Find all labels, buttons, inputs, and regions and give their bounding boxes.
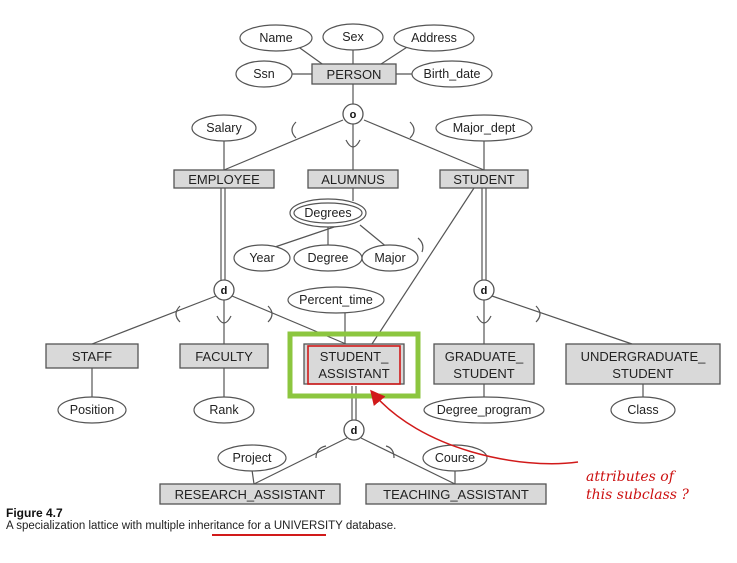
svg-text:Name: Name: [259, 31, 292, 45]
svg-text:Position: Position: [70, 403, 115, 417]
svg-text:STUDENT: STUDENT: [612, 366, 673, 381]
svg-text:ALUMNUS: ALUMNUS: [321, 172, 385, 187]
annotation-note: attributes of this subclass ?: [586, 468, 736, 504]
svg-text:Major_dept: Major_dept: [453, 121, 516, 135]
entity-graduate-student: GRADUATE_ STUDENT: [433, 343, 535, 385]
entity-student: STUDENT: [439, 169, 529, 189]
attr-ssn: Ssn: [235, 60, 293, 88]
attr-sex: Sex: [322, 23, 384, 51]
svg-text:Percent_time: Percent_time: [299, 293, 373, 307]
svg-text:PERSON: PERSON: [327, 67, 382, 82]
attr-rank: Rank: [193, 396, 255, 424]
attr-degree-program: Degree_program: [423, 396, 545, 424]
attr-year: Year: [233, 244, 291, 272]
svg-text:Address: Address: [411, 31, 457, 45]
attr-degrees: Degrees: [289, 198, 367, 228]
entity-staff: STAFF: [45, 343, 139, 369]
svg-text:Degrees: Degrees: [304, 206, 351, 220]
svg-text:STUDENT: STUDENT: [453, 366, 514, 381]
svg-text:Course: Course: [435, 451, 475, 465]
svg-text:Year: Year: [249, 251, 274, 265]
svg-text:Degree: Degree: [308, 251, 349, 265]
attr-project: Project: [217, 444, 287, 472]
svg-text:STUDENT_: STUDENT_: [320, 349, 389, 364]
caption-underline: [212, 534, 326, 536]
entity-alumnus: ALUMNUS: [307, 169, 399, 189]
entity-undergraduate-student: UNDERGRADUATE_ STUDENT: [565, 343, 721, 385]
disjoint-constraint-student: d: [473, 279, 495, 301]
disjoint-constraint-employee: d: [213, 279, 235, 301]
entity-employee: EMPLOYEE: [173, 169, 275, 189]
annotation-line-2: this subclass ?: [586, 487, 689, 503]
entity-teaching-assistant: TEACHING_ASSISTANT: [365, 483, 547, 505]
attr-major: Major: [361, 244, 419, 272]
svg-text:o: o: [350, 109, 357, 121]
svg-text:Project: Project: [233, 451, 272, 465]
svg-text:STAFF: STAFF: [72, 349, 112, 364]
highlight-red-box: [307, 345, 401, 385]
attr-course: Course: [422, 444, 488, 472]
svg-text:Class: Class: [627, 403, 658, 417]
figure-caption-text: A specialization lattice with multiple i…: [6, 520, 397, 532]
attr-degree: Degree: [293, 244, 363, 272]
svg-text:EMPLOYEE: EMPLOYEE: [188, 172, 260, 187]
subset-symbols: [175, 121, 541, 459]
svg-text:d: d: [481, 285, 488, 297]
svg-text:Ssn: Ssn: [253, 67, 275, 81]
svg-text:RESEARCH_ASSISTANT: RESEARCH_ASSISTANT: [175, 487, 326, 502]
svg-text:UNDERGRADUATE_: UNDERGRADUATE_: [581, 349, 706, 364]
entity-person: PERSON: [311, 63, 397, 85]
svg-text:Sex: Sex: [342, 30, 364, 44]
attr-percent-time: Percent_time: [287, 286, 385, 314]
er-diagram: PERSON EMPLOYEE ALUMNUS STUDENT STAFF FA…: [45, 23, 721, 505]
highlight-green-box: [287, 331, 421, 399]
attr-major-dept: Major_dept: [435, 114, 533, 142]
svg-text:Birth_date: Birth_date: [424, 67, 481, 81]
disjoint-constraint-student-assistant: d: [343, 419, 365, 441]
attr-birth-date: Birth_date: [411, 60, 493, 88]
svg-text:GRADUATE_: GRADUATE_: [445, 349, 524, 364]
annotation-arrow: [370, 389, 579, 465]
figure-caption-title: Figure 4.7: [6, 506, 63, 520]
svg-text:ASSISTANT: ASSISTANT: [318, 366, 389, 381]
entity-student-assistant: STUDENT_ ASSISTANT: [287, 331, 421, 399]
svg-text:Salary: Salary: [206, 121, 242, 135]
attr-salary: Salary: [191, 114, 257, 142]
svg-text:d: d: [221, 285, 228, 297]
entity-faculty: FACULTY: [179, 343, 269, 369]
annotation-line-1: attributes of: [586, 469, 674, 485]
entity-research-assistant: RESEARCH_ASSISTANT: [159, 483, 341, 505]
svg-text:Major: Major: [374, 251, 405, 265]
attr-class: Class: [610, 396, 676, 424]
overlap-constraint-person: o: [342, 103, 364, 125]
svg-text:Degree_program: Degree_program: [437, 403, 532, 417]
svg-text:d: d: [351, 425, 358, 437]
svg-text:FACULTY: FACULTY: [195, 349, 253, 364]
attr-name: Name: [239, 24, 313, 52]
svg-text:TEACHING_ASSISTANT: TEACHING_ASSISTANT: [383, 487, 529, 502]
svg-text:STUDENT: STUDENT: [453, 172, 514, 187]
attr-address: Address: [393, 24, 475, 52]
svg-text:Rank: Rank: [209, 403, 239, 417]
attr-position: Position: [57, 396, 127, 424]
